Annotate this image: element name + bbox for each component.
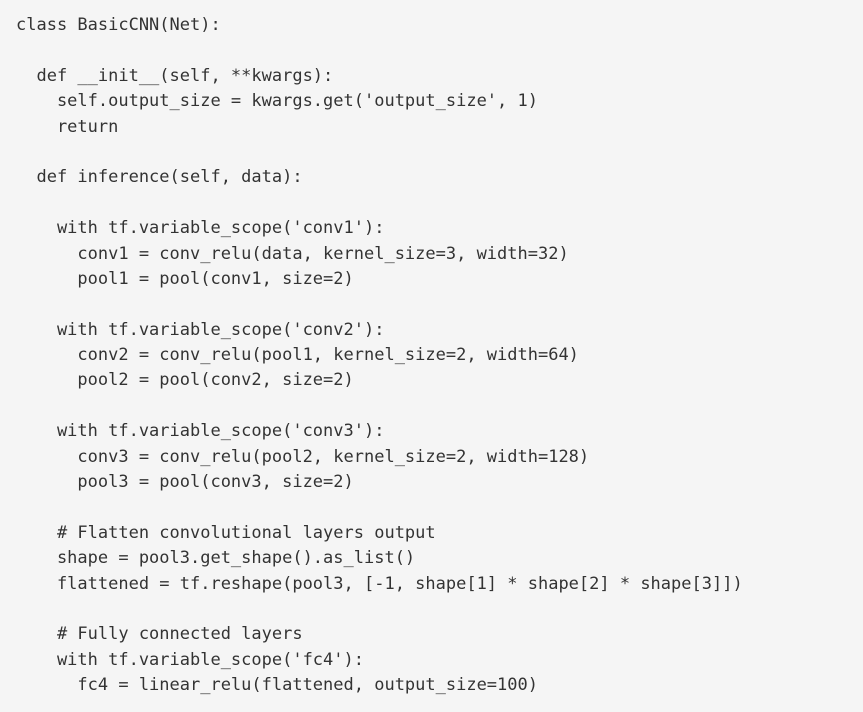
code-line: def __init__(self, **kwargs): bbox=[16, 65, 334, 86]
code-line-blank bbox=[16, 191, 863, 216]
code-line-blank bbox=[16, 597, 863, 622]
code-line: with tf.variable_scope('conv2'): bbox=[16, 319, 385, 340]
code-line: fc4 = linear_relu(flattened, output_size… bbox=[16, 675, 538, 696]
code-line: # Flatten convolutional layers output bbox=[16, 522, 436, 543]
code-line: def inference(self, data): bbox=[16, 167, 303, 188]
code-line-blank bbox=[16, 292, 863, 317]
code-line-blank bbox=[16, 394, 863, 419]
code-line: with tf.variable_scope('fc4'): bbox=[16, 649, 364, 670]
code-line: with tf.variable_scope('conv3'): bbox=[16, 421, 385, 442]
code-line: conv2 = conv_relu(pool1, kernel_size=2, … bbox=[16, 345, 579, 366]
code-line: shape = pool3.get_shape().as_list() bbox=[16, 548, 416, 569]
code-line: pool3 = pool(conv3, size=2) bbox=[16, 472, 354, 493]
code-line: conv1 = conv_relu(data, kernel_size=3, w… bbox=[16, 243, 569, 264]
code-line: class BasicCNN(Net): bbox=[16, 15, 221, 35]
code-line: conv3 = conv_relu(pool2, kernel_size=2, … bbox=[16, 446, 590, 467]
code-line: self.output_size = kwargs.get('output_si… bbox=[16, 91, 538, 112]
code-line-blank bbox=[16, 38, 863, 63]
code-line-blank bbox=[16, 495, 863, 520]
code-line-blank bbox=[16, 140, 863, 165]
code-line: pool2 = pool(conv2, size=2) bbox=[16, 370, 354, 391]
code-line: # Fully connected layers bbox=[16, 624, 303, 645]
code-line: flattened = tf.reshape(pool3, [-1, shape… bbox=[16, 573, 743, 594]
code-line: return bbox=[16, 116, 119, 137]
code-line: pool1 = pool(conv1, size=2) bbox=[16, 268, 354, 289]
code-line: with tf.variable_scope('conv1'): bbox=[16, 218, 385, 239]
